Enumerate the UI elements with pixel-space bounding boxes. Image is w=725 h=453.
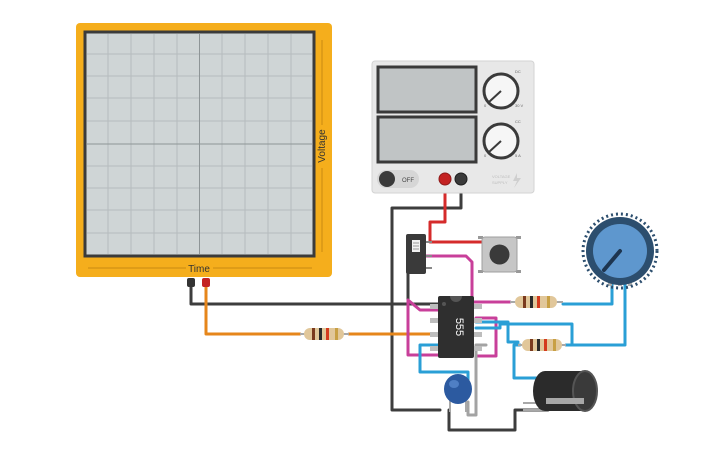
wire-blue-pot-to-resistor[interactable] — [561, 278, 614, 306]
push-button[interactable] — [478, 236, 521, 273]
lightning-icon — [513, 173, 521, 188]
current-knob-label: CC — [515, 119, 521, 124]
ceramic-capacitor-icon — [444, 374, 472, 404]
ic-label: 555 — [453, 318, 465, 336]
resistor-1-band-4 — [335, 328, 338, 340]
oscilloscope[interactable]: Time Voltage — [76, 23, 332, 287]
ic-pins — [430, 304, 482, 351]
resistor-1-band-2 — [319, 328, 322, 340]
resistor-2[interactable] — [510, 296, 563, 308]
push-button-leg-tl — [478, 236, 483, 239]
current-display — [376, 115, 478, 164]
resistor-2-body — [515, 296, 557, 308]
electrolytic-capacitor-top — [572, 370, 598, 412]
wire-blue-ic-down[interactable] — [418, 343, 470, 387]
psu-terminal-positive[interactable] — [438, 172, 452, 186]
push-button-leg-bl — [478, 270, 483, 273]
power-supply[interactable]: DC 30 V 0 CC 5 A 0 OFF VOLTAGE SUPPLY — [371, 60, 535, 194]
resistor-2-band-3 — [537, 296, 540, 308]
resistor-3-band-2 — [537, 339, 540, 351]
wire-magenta-switch-to-ic[interactable] — [424, 254, 512, 304]
push-button-leg-br — [516, 270, 521, 273]
slide-switch-body — [406, 234, 426, 274]
wire-orange-scope-probe[interactable] — [204, 282, 302, 336]
resistor-3[interactable] — [518, 339, 566, 351]
pot-pointer — [602, 249, 622, 272]
potentiometer[interactable] — [581, 212, 659, 290]
power-switch-label: OFF — [402, 178, 414, 184]
scope-terminal-negative[interactable] — [187, 278, 195, 287]
wire-black-cap-ground[interactable] — [447, 408, 550, 432]
resistor-1-band-1 — [312, 328, 315, 340]
wires — [189, 178, 627, 432]
voltage-min-label: 0 — [484, 103, 487, 108]
ic-notch — [450, 296, 462, 302]
wire-magenta-ic-right[interactable] — [474, 316, 498, 358]
ceramic-capacitor[interactable] — [444, 374, 472, 412]
psu-terminal-negative[interactable] — [454, 172, 468, 186]
voltage-knob-pointer — [488, 90, 502, 103]
resistor-3-band-3 — [544, 339, 547, 351]
oscilloscope-grid — [87, 34, 312, 254]
ic-555[interactable]: 555 — [430, 296, 482, 358]
ic-pin1-dot — [442, 302, 446, 306]
pot-ticks — [581, 212, 659, 290]
push-button-leg-tr — [516, 236, 521, 239]
ceramic-capacitor-highlight — [449, 380, 459, 388]
wire-blue-ic-to-resistor2[interactable] — [474, 320, 520, 344]
scope-terminal-positive[interactable] — [202, 278, 210, 287]
psu-brand-line2: SUPPLY — [492, 180, 508, 185]
voltage-max-label: 30 V — [515, 103, 524, 108]
resistor-1-band-3 — [326, 328, 329, 340]
ic-body — [438, 296, 474, 358]
wire-red-psu-positive[interactable] — [428, 178, 486, 244]
slide-switch[interactable] — [406, 234, 432, 274]
current-max-label: 5 A — [515, 153, 521, 158]
electrolytic-capacitor[interactable] — [523, 370, 598, 412]
wire-blue-to-capacitor[interactable] — [512, 343, 542, 380]
wire-black-psu-negative[interactable] — [390, 178, 463, 412]
wire-gray-cap-lead[interactable] — [466, 343, 488, 417]
resistor-3-band-1 — [530, 339, 533, 351]
voltage-display — [376, 65, 478, 114]
electrolytic-capacitor-stripe — [546, 398, 584, 404]
voltage-axis-label: Voltage — [317, 129, 328, 163]
current-knob-pointer — [488, 140, 502, 153]
resistor-2-band-1 — [523, 296, 526, 308]
wire-magenta-ic-loop[interactable] — [406, 298, 440, 357]
voltage-knob-label: DC — [515, 69, 521, 74]
resistor-3-band-4 — [553, 339, 556, 351]
resistor-1[interactable] — [300, 328, 349, 340]
current-min-label: 0 — [484, 153, 487, 158]
wire-black-scope-ground[interactable] — [189, 282, 442, 306]
psu-brand-line1: VOLTAGE — [492, 174, 511, 179]
resistor-2-band-4 — [547, 296, 550, 308]
resistor-2-band-2 — [530, 296, 533, 308]
time-axis-label: Time — [188, 264, 210, 275]
power-switch-thumb[interactable] — [379, 171, 395, 187]
push-button-cap[interactable] — [489, 244, 510, 265]
wire-blue-pot-loop[interactable] — [474, 278, 627, 347]
